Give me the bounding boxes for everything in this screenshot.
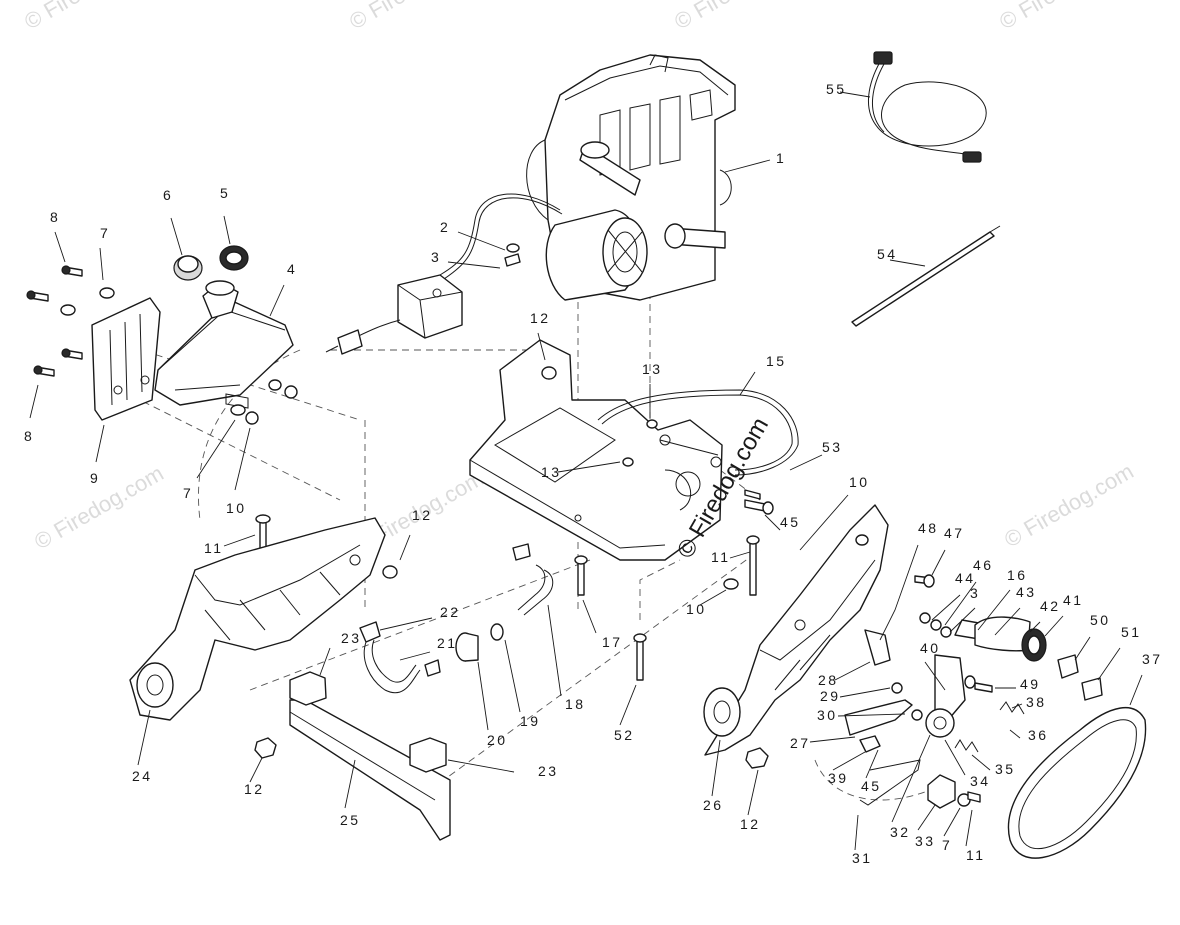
idler-assembly xyxy=(844,629,981,809)
callout-c30: 30 xyxy=(817,707,838,723)
callout-c4: 4 xyxy=(287,261,297,277)
callout-c7b: 7 xyxy=(183,485,193,501)
callout-c33: 33 xyxy=(915,833,936,849)
handle-15 xyxy=(597,389,799,476)
callout-c51: 51 xyxy=(1121,624,1142,640)
callout-c44: 44 xyxy=(955,570,976,586)
callout-c34: 34 xyxy=(970,773,991,789)
callout-c55: 55 xyxy=(826,81,847,97)
callout-c7c: 7 xyxy=(942,837,952,853)
electric-starter xyxy=(325,193,563,355)
callout-c10b: 10 xyxy=(226,500,247,516)
callout-c23a: 23 xyxy=(341,630,362,646)
callout-c17: 17 xyxy=(602,634,623,650)
fuel-cap-6 xyxy=(173,255,203,281)
callout-c19: 19 xyxy=(520,713,541,729)
bolts-centre xyxy=(574,489,774,681)
callout-c28: 28 xyxy=(818,672,839,688)
callout-c16: 16 xyxy=(1007,567,1028,583)
callout-c12d: 12 xyxy=(740,816,761,832)
callout-c21: 21 xyxy=(437,635,458,651)
callout-c15: 15 xyxy=(766,353,787,369)
callout-c47: 47 xyxy=(944,525,965,541)
callout-c25: 25 xyxy=(340,812,361,828)
watermark-top-3: © Firedog.com xyxy=(995,0,1133,34)
side-frame-26 xyxy=(703,504,889,769)
callout-c54: 54 xyxy=(877,246,898,262)
callout-c1: 1 xyxy=(776,150,786,166)
watermark-top-2: © Firedog.com xyxy=(670,0,808,34)
callout-c45a: 45 xyxy=(780,514,801,530)
brackets-23 xyxy=(289,671,447,773)
callout-c37: 37 xyxy=(1142,651,1163,667)
callout-c50: 50 xyxy=(1090,612,1111,628)
callout-c5: 5 xyxy=(220,185,230,201)
watermark-right: © Firedog.com xyxy=(1000,458,1138,552)
drive-hardware xyxy=(914,574,1103,753)
rail-25 xyxy=(289,699,451,841)
fuel-cap-5 xyxy=(219,245,249,271)
callout-c13b: 13 xyxy=(541,464,562,480)
watermark-tl: © Firedog.com xyxy=(20,0,158,34)
hoses xyxy=(359,543,554,693)
callout-c11a: 11 xyxy=(204,540,224,556)
hardware-left xyxy=(26,265,298,425)
mounting-plate xyxy=(469,339,723,561)
callout-c43: 43 xyxy=(1016,584,1037,600)
callout-c48: 48 xyxy=(918,520,939,536)
wire-harness-55 xyxy=(867,51,987,163)
callout-c29: 29 xyxy=(820,688,841,704)
callout-c39: 39 xyxy=(828,770,849,786)
callout-c22: 22 xyxy=(440,604,461,620)
side-frame-24 xyxy=(129,517,398,721)
fuel-tank-4 xyxy=(154,280,294,409)
callout-c20: 20 xyxy=(487,732,508,748)
callout-c18: 18 xyxy=(565,696,586,712)
callout-c7a: 7 xyxy=(100,225,110,241)
rod-54 xyxy=(851,225,1001,327)
callout-c10a: 10 xyxy=(849,474,870,490)
callout-c52: 52 xyxy=(614,727,635,743)
callout-c12a: 12 xyxy=(530,310,551,326)
callout-c11b: 11 xyxy=(711,549,731,565)
callout-c53: 53 xyxy=(822,439,843,455)
callout-c2: 2 xyxy=(440,219,450,235)
leader-lines xyxy=(29,91,1143,851)
callout-c49: 49 xyxy=(1020,676,1041,692)
watermark-top-1: © Firedog.com xyxy=(345,0,483,34)
callout-c9: 9 xyxy=(90,470,100,486)
callout-c24: 24 xyxy=(132,768,153,784)
callout-c26: 26 xyxy=(703,797,724,813)
callout-c38: 38 xyxy=(1026,694,1047,710)
callout-c46: 46 xyxy=(973,557,994,573)
nut-12-lower xyxy=(254,737,277,759)
callout-c6: 6 xyxy=(163,187,173,203)
callout-c31: 31 xyxy=(852,850,873,866)
callout-c35: 35 xyxy=(995,761,1016,777)
callout-c12b: 12 xyxy=(412,507,433,523)
callout-c42: 42 xyxy=(1040,598,1061,614)
callout-c3b: 3 xyxy=(970,585,980,601)
callout-c27: 27 xyxy=(790,735,811,751)
callout-c12c: 12 xyxy=(244,781,265,797)
callout-c45b: 45 xyxy=(861,778,882,794)
callout-c8a: 8 xyxy=(50,209,60,225)
callout-c32: 32 xyxy=(890,824,911,840)
callout-c8b: 8 xyxy=(24,428,34,444)
callout-c41: 41 xyxy=(1063,592,1084,608)
callout-c11c: 11 xyxy=(966,847,986,863)
callout-c23b: 23 xyxy=(538,763,559,779)
callout-c3a: 3 xyxy=(431,249,441,265)
bracket-9 xyxy=(91,297,161,421)
engine-1 xyxy=(526,54,736,301)
callout-c10c: 10 xyxy=(686,601,707,617)
drive-belt-37 xyxy=(1007,706,1147,859)
callout-c40: 40 xyxy=(920,640,941,656)
callout-c36: 36 xyxy=(1028,727,1049,743)
callout-c13a: 13 xyxy=(642,361,663,377)
